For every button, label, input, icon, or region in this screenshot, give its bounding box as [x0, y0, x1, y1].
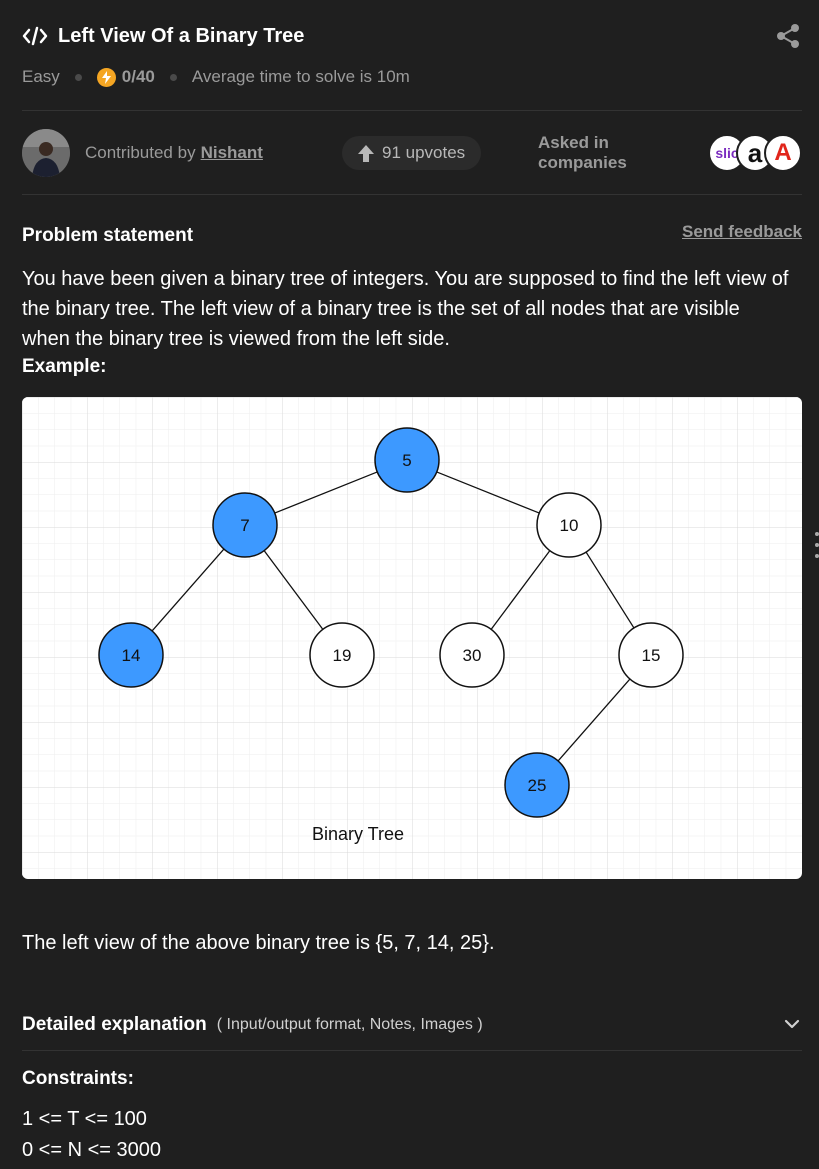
- tree-node-label: 19: [333, 646, 352, 665]
- tree-node-label: 14: [122, 646, 141, 665]
- upvote-count: 91 upvotes: [382, 143, 466, 162]
- tree-node: [536, 492, 602, 558]
- share-icon[interactable]: [774, 22, 802, 50]
- binary-tree-figure: 5 7 10 14 19 30 15 25 Binary Tree: [22, 397, 802, 879]
- companies-section: Asked in companies slic a A: [538, 133, 802, 173]
- score-value: 0/40: [121, 67, 155, 86]
- bolt-icon: [96, 67, 116, 87]
- constraint-item: 1 <= T <= 100: [22, 1108, 147, 1130]
- tree-node: [439, 622, 505, 688]
- tree-edge: [490, 550, 551, 630]
- scrollbar-handle[interactable]: [815, 532, 819, 565]
- tree-edge: [274, 471, 378, 514]
- binary-tree-diagram: 5 7 10 14 19 30 15 25 Binary Tree: [22, 397, 802, 879]
- constraint-item: 0 <= N <= 3000: [22, 1139, 162, 1161]
- detailed-explanation-heading: Detailed explanation: [22, 1014, 207, 1035]
- tree-node: [618, 622, 684, 688]
- tree-node: [212, 492, 278, 558]
- figure-caption: Binary Tree: [312, 824, 404, 844]
- contributor-row: Contributed by Nishant 91 upvotes Asked …: [22, 128, 802, 178]
- upvote-button[interactable]: 91 upvotes: [342, 136, 482, 170]
- tree-node: [504, 752, 570, 818]
- send-feedback-link[interactable]: Send feedback: [682, 222, 802, 241]
- divider: [22, 194, 802, 195]
- contributed-by-label: Contributed by: [85, 143, 196, 162]
- tree-edge: [263, 550, 324, 630]
- divider: [22, 110, 802, 111]
- detailed-explanation-toggle[interactable]: Detailed explanation ( Input/output form…: [22, 1010, 802, 1040]
- tree-node-label: 7: [240, 516, 249, 535]
- tree-node: [374, 427, 440, 493]
- tree-node-label: 15: [642, 646, 661, 665]
- tree-edge: [585, 551, 635, 629]
- detailed-explanation-sub: ( Input/output format, Notes, Images ): [216, 1016, 483, 1033]
- tree-edge: [436, 471, 540, 514]
- divider: [22, 1050, 802, 1051]
- companies-label: Asked in companies: [538, 133, 627, 172]
- avg-time: Average time to solve is 10m: [191, 67, 410, 86]
- tree-edge: [151, 548, 225, 632]
- arrow-up-icon: [358, 144, 374, 162]
- code-icon: [22, 26, 48, 46]
- tree-node-label: 25: [528, 776, 547, 795]
- separator-dot: [169, 73, 177, 81]
- constraints-heading: Constraints:: [22, 1068, 134, 1089]
- title-row: Left View Of a Binary Tree: [22, 22, 802, 50]
- meta-row: Easy 0/40 Average time to solve is 10m: [22, 67, 410, 87]
- company-logos: slic a A: [708, 134, 802, 172]
- contributor-link[interactable]: Nishant: [200, 143, 263, 162]
- problem-statement-heading: Problem statement: [22, 225, 194, 246]
- company-logo-adobe[interactable]: A: [764, 134, 802, 172]
- example-answer: The left view of the above binary tree i…: [22, 932, 495, 954]
- problem-title: Left View Of a Binary Tree: [58, 24, 305, 47]
- tree-node: [98, 622, 164, 688]
- chevron-down-icon: [784, 1019, 800, 1029]
- tree-node-label: 30: [463, 646, 482, 665]
- tree-node: [309, 622, 375, 688]
- difficulty-label: Easy: [22, 67, 60, 86]
- tree-node-label: 10: [560, 516, 579, 535]
- avatar: [22, 129, 70, 177]
- problem-statement-text: You have been given a binary tree of int…: [22, 268, 789, 350]
- separator-dot: [74, 73, 82, 81]
- tree-node-label: 5: [402, 451, 411, 470]
- tree-edge: [557, 678, 631, 762]
- example-label: Example:: [22, 356, 107, 377]
